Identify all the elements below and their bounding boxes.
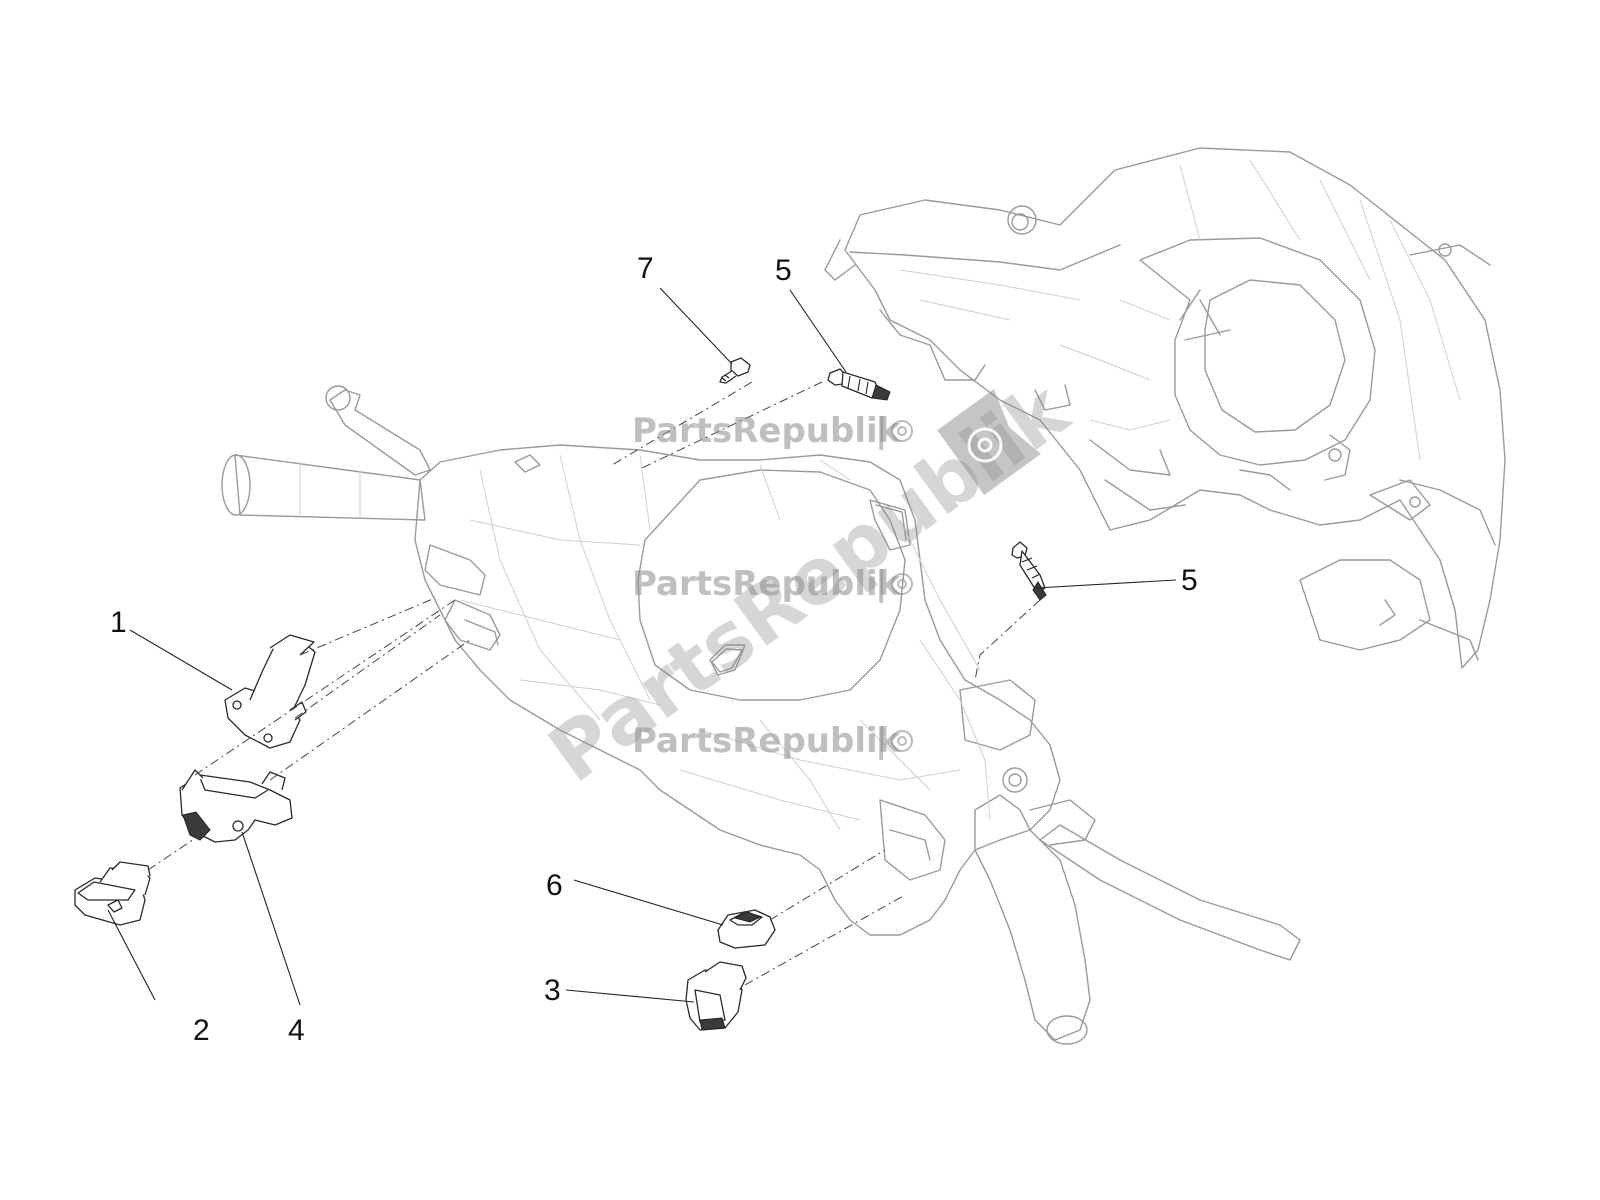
assembly-lines <box>147 381 1041 986</box>
gear-icon <box>891 730 913 752</box>
headset-rear-cover <box>824 147 1506 669</box>
gear-icon <box>891 420 913 442</box>
callout-5-upper: 5 <box>775 254 792 287</box>
part-switch-housing <box>179 769 293 843</box>
flag-logo-icon <box>937 389 1041 495</box>
part-screw <box>719 357 751 384</box>
part-bulb-right <box>1011 541 1047 601</box>
part-dimmer-switch <box>224 634 316 749</box>
callout-3: 3 <box>544 974 561 1007</box>
watermark-divider-1: | <box>875 411 887 451</box>
callout-6: 6 <box>546 869 563 902</box>
watermark-divider-2: | <box>875 564 887 604</box>
callout-2: 2 <box>193 1014 210 1047</box>
leader-lines <box>107 287 1177 1006</box>
watermark-group: PartsRepublik | PartsRepublik | PartsRep… <box>533 365 1085 801</box>
callout-4: 4 <box>288 1014 305 1047</box>
callout-5-right: 5 <box>1181 564 1198 597</box>
callout-1: 1 <box>110 606 127 639</box>
gear-icon <box>891 573 913 595</box>
handlebar-front-cover <box>221 385 1301 1045</box>
part-switch <box>685 961 747 1031</box>
callout-7: 7 <box>637 252 654 285</box>
watermark-text-1: PartsRepublik <box>632 411 902 451</box>
watermark-divider-3: | <box>875 721 887 761</box>
part-bulb-upper <box>827 368 891 401</box>
part-switch-cap <box>717 909 776 949</box>
watermark-text-2: PartsRepublik <box>632 564 902 604</box>
watermark-text-3: PartsRepublik <box>632 721 902 761</box>
part-horn-button <box>74 861 151 926</box>
